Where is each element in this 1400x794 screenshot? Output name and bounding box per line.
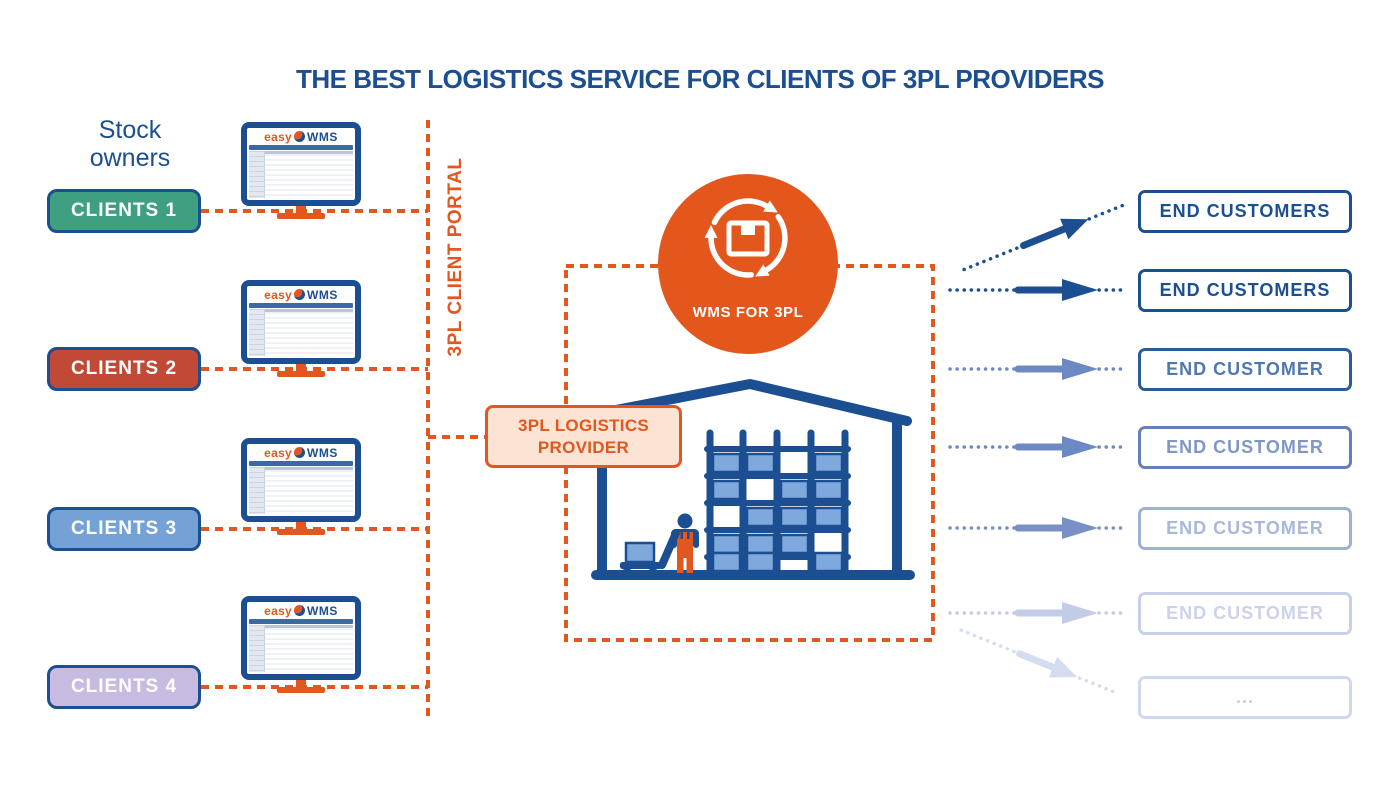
flow-arrow-7 [959, 628, 1121, 696]
easywms-logo: easy WMS [247, 128, 355, 145]
app-grid [265, 625, 353, 672]
easywms-logo: easy WMS [247, 286, 355, 303]
end-customer-label-3: END CUSTOMER [1166, 359, 1324, 379]
flow-arrow-1 [962, 203, 1126, 272]
app-header-bar [249, 303, 353, 308]
flow-arrow-4 [948, 436, 1127, 458]
end-customer-box-3: END CUSTOMER [1138, 348, 1352, 391]
wms-for-3pl-circle: WMS FOR 3PL [658, 174, 838, 354]
monitor-screen: easy WMS [247, 128, 355, 200]
flow-arrow-2 [948, 279, 1127, 301]
monitor-frame: easy WMS [241, 122, 361, 206]
client-box-1: CLIENTS 1 [47, 189, 201, 233]
end-customer-label-6: END CUSTOMER [1166, 603, 1324, 623]
monitor-stand [296, 206, 306, 213]
app-grid [265, 151, 353, 198]
logo-easy-text: easy [264, 287, 293, 302]
monitor-stand [296, 364, 306, 371]
monitor-base [277, 213, 325, 219]
app-header-bar [249, 145, 353, 150]
app-header-bar [249, 619, 353, 624]
end-customers-label-1: END CUSTOMERS [1159, 201, 1331, 221]
app-sidebar [249, 467, 265, 514]
logo-easy-text: easy [264, 603, 293, 618]
flow-arrows [948, 203, 1127, 696]
client-4-label: CLIENTS 4 [70, 676, 178, 697]
app-sidebar [249, 625, 265, 672]
end-customer-label-5: END CUSTOMER [1166, 518, 1324, 538]
easywms-orb-icon [294, 447, 306, 458]
app-table [249, 467, 353, 514]
monitor-screen: easy WMS [247, 602, 355, 674]
logo-wms-text: WMS [307, 603, 338, 618]
stock-owners-label: Stock owners [89, 116, 171, 172]
client-3-label: CLIENTS 3 [70, 518, 178, 539]
client-2-label: CLIENTS 2 [70, 358, 178, 379]
package-sync-icon [704, 198, 788, 278]
client-monitor-1: easy WMS [241, 122, 361, 219]
end-customer-box-6: END CUSTOMER [1138, 592, 1352, 635]
app-grid [265, 467, 353, 514]
easywms-orb-icon [294, 131, 306, 142]
logo-easy-text: easy [264, 129, 293, 144]
logo-wms-text: WMS [307, 129, 338, 144]
flow-arrow-6 [948, 602, 1127, 624]
easywms-orb-icon [294, 605, 306, 616]
app-sidebar [249, 309, 265, 356]
end-customer-label-7: ... [1235, 687, 1254, 707]
end-customers-box-2: END CUSTOMERS [1138, 269, 1352, 312]
client-monitor-2: easy WMS [241, 280, 361, 377]
flow-arrow-3 [948, 358, 1127, 380]
monitor-base [277, 687, 325, 693]
end-customers-box-1: END CUSTOMERS [1138, 190, 1352, 233]
monitor-base [277, 371, 325, 377]
end-customer-box-7: ... [1138, 676, 1352, 719]
end-customer-label-4: END CUSTOMER [1166, 437, 1324, 457]
monitor-stand [296, 522, 306, 529]
portal-label: 3PL CLIENT PORTAL [445, 157, 466, 357]
page-title: THE BEST LOGISTICS SERVICE FOR CLIENTS O… [296, 64, 1105, 94]
logo-wms-text: WMS [307, 287, 338, 302]
app-table [249, 625, 353, 672]
client-monitor-3: easy WMS [241, 438, 361, 535]
monitor-stand [296, 680, 306, 687]
wms-circle-label: WMS FOR 3PL [692, 304, 804, 321]
easywms-orb-icon [294, 289, 306, 300]
monitor-frame: easy WMS [241, 596, 361, 680]
easywms-logo: easy WMS [247, 602, 355, 619]
logo-easy-text: easy [264, 445, 293, 460]
flow-arrow-5 [948, 517, 1127, 539]
end-customer-box-4: END CUSTOMER [1138, 426, 1352, 469]
end-customer-box-5: END CUSTOMER [1138, 507, 1352, 550]
app-grid [265, 309, 353, 356]
app-header-bar [249, 461, 353, 466]
provider-box: 3PL LOGISTICS PROVIDER [485, 405, 682, 468]
client-box-2: CLIENTS 2 [47, 347, 201, 391]
warehouse-icon [585, 379, 915, 580]
monitor-screen: easy WMS [247, 286, 355, 358]
monitor-frame: easy WMS [241, 438, 361, 522]
client-1-label: CLIENTS 1 [70, 200, 178, 221]
provider-label: 3PL LOGISTICS PROVIDER [517, 416, 650, 457]
app-table [249, 309, 353, 356]
logo-wms-text: WMS [307, 445, 338, 460]
client-box-3: CLIENTS 3 [47, 507, 201, 551]
app-table [249, 151, 353, 198]
monitor-frame: easy WMS [241, 280, 361, 364]
client-monitor-4: easy WMS [241, 596, 361, 693]
app-sidebar [249, 151, 265, 198]
end-customers-label-2: END CUSTOMERS [1159, 280, 1331, 300]
pallet-truck-icon [620, 529, 680, 577]
client-box-4: CLIENTS 4 [47, 665, 201, 709]
monitor-screen: easy WMS [247, 444, 355, 516]
monitor-base [277, 529, 325, 535]
easywms-logo: easy WMS [247, 444, 355, 461]
